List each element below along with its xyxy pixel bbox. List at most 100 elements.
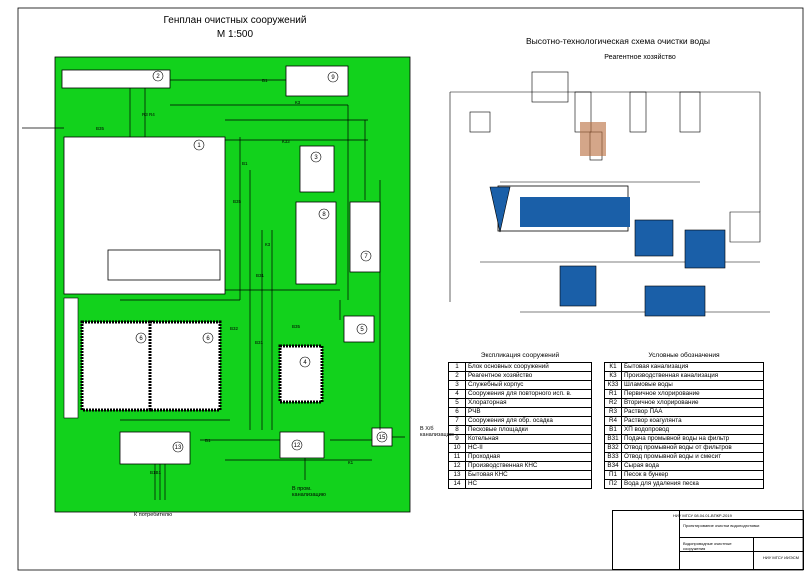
legend-name: Песок в бункер: [621, 470, 764, 480]
legend-name: Отвод промывной воды и смесит: [621, 452, 764, 462]
explication-number: 13: [448, 470, 466, 480]
label-k-potrebitelyu: К потребителю: [134, 512, 173, 518]
scheme-subtitle: Реагентное хозяйство: [604, 54, 676, 61]
explication-number: 1: [448, 362, 466, 372]
explication-number: 8: [448, 425, 466, 435]
svg-text:2: 2: [156, 74, 160, 80]
legend-code: В33: [604, 452, 622, 462]
svg-text:В31: В31: [256, 273, 265, 278]
genplan-scale: М 1:500: [216, 29, 254, 40]
explication-number: 6: [448, 407, 466, 417]
tech-scheme-drawing: [449, 71, 770, 317]
svg-text:В35: В35: [233, 199, 242, 204]
explication-name: Сооружения для обр. осадка: [465, 416, 592, 426]
svg-text:В1: В1: [205, 438, 211, 443]
svg-text:К1: К1: [348, 460, 354, 465]
genplan-title-text: Генплан очистных сооружений: [163, 15, 307, 26]
svg-text:В31: В31: [255, 340, 264, 345]
clarifier-water: [520, 197, 630, 227]
explication-name: Котельная: [465, 434, 592, 444]
legend-code: П1: [604, 470, 622, 480]
genplan-title: Генплан очистных сооружений М 1:500: [150, 14, 320, 42]
building-2: [61, 69, 171, 89]
svg-text:7: 7: [364, 254, 368, 260]
legend-code: В1: [604, 425, 622, 435]
tank-water: [684, 229, 726, 269]
explication-name: Производственная КНС: [465, 461, 592, 471]
explication-title: Экспликация сооружений: [480, 352, 560, 359]
svg-text:В35: В35: [96, 126, 105, 131]
svg-text:В1: В1: [262, 78, 268, 83]
explication-number: 9: [448, 434, 466, 444]
building-number-markers: [135, 70, 388, 453]
svg-text:В32: В32: [230, 326, 239, 331]
building-3: [299, 145, 335, 193]
explication-name: Хлораторная: [465, 398, 592, 408]
sheet-frame: [17, 7, 804, 571]
svg-text:6: 6: [206, 336, 210, 342]
legend-name: Вторичное хлорирование: [621, 398, 764, 408]
legend-name: ХП водопровод: [621, 425, 764, 435]
svg-text:9: 9: [331, 75, 335, 81]
explication-number: 5: [448, 398, 466, 408]
legend-name: Сырая вода: [621, 461, 764, 471]
mixer: [489, 186, 511, 233]
stamp-org: НИУ МГСУ ИИЭСМ: [763, 555, 799, 560]
legend-code: R1: [604, 389, 622, 399]
explication-name: Песковые площадки: [465, 425, 592, 435]
explication-number: 4: [448, 389, 466, 399]
legend-code: К3: [604, 371, 622, 381]
explication-name: НС-II: [465, 443, 592, 453]
label-v-prom-kanal: В пром. канализацию: [292, 486, 326, 498]
svg-text:В35: В35: [292, 324, 301, 329]
explication-number: 10: [448, 443, 466, 453]
building-4: [278, 344, 324, 404]
svg-text:3: 3: [314, 155, 318, 161]
legend-code: В31: [604, 434, 622, 444]
svg-text:15: 15: [379, 435, 386, 441]
legend-name: Шламовые воды: [621, 380, 764, 390]
explication-name: Реагентное хозяйство: [465, 371, 592, 381]
legend-code: В34: [604, 461, 622, 471]
building-8: [295, 201, 337, 285]
svg-text:К33: К33: [282, 139, 290, 144]
building-1-annex: [107, 249, 221, 281]
building-7: [349, 201, 381, 273]
house-tank: [729, 211, 761, 243]
svg-text:1: 1: [197, 143, 201, 149]
stamp-object: Водопроводные очистные сооружения: [683, 541, 732, 551]
legend-name: Первичное хлорирование: [621, 389, 764, 399]
legend-name: Раствор ПАА: [621, 407, 764, 417]
building-9: [285, 65, 349, 97]
explication-number: 12: [448, 461, 466, 471]
settler-water: [559, 265, 597, 307]
legend-code: R4: [604, 416, 622, 426]
legend-name: Раствор коагулянта: [621, 416, 764, 426]
svg-text:5: 5: [360, 327, 364, 333]
legend-name: Бытовая канализация: [621, 362, 764, 372]
reagent-tank: [580, 122, 606, 156]
explication-number: 11: [448, 452, 466, 462]
svg-text:К3: К3: [265, 242, 271, 247]
